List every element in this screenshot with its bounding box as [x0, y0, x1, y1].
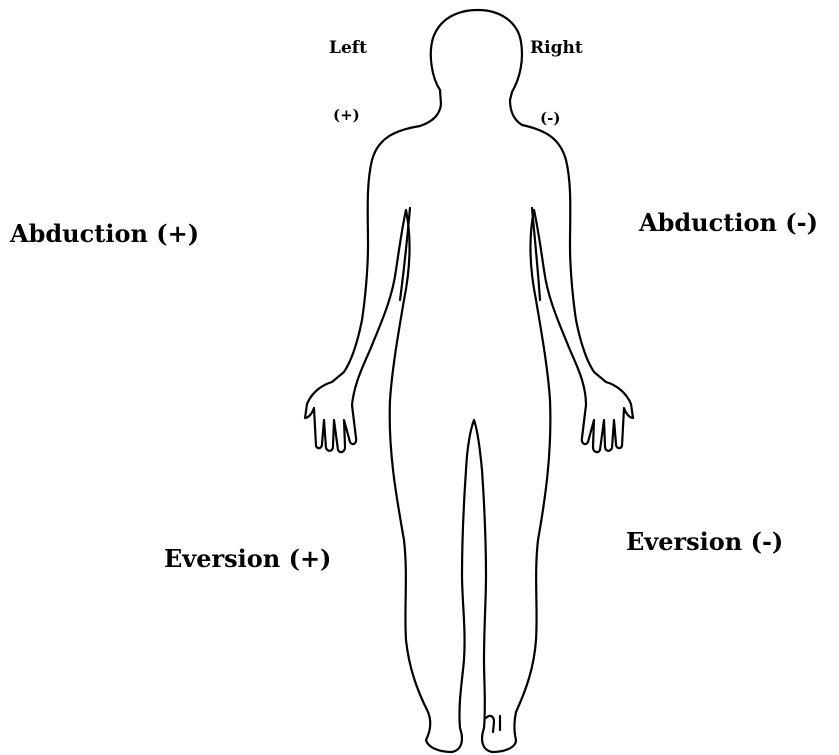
neck-left-outline — [420, 90, 441, 126]
eversion-left-label: Eversion (+) — [164, 547, 331, 571]
body-outline — [305, 125, 633, 752]
eversion-right-label: Eversion (-) — [626, 530, 783, 554]
foot-detail — [486, 716, 494, 732]
shoulder-left-sign: (+) — [333, 108, 360, 123]
label-left: Left — [329, 40, 367, 57]
abduction-right-label: Abduction (-) — [639, 211, 818, 235]
shoulder-right-sign: (-) — [540, 111, 560, 126]
abduction-left-label: Abduction (+) — [10, 222, 199, 246]
head-outline — [431, 10, 522, 125]
label-right: Right — [530, 40, 583, 57]
